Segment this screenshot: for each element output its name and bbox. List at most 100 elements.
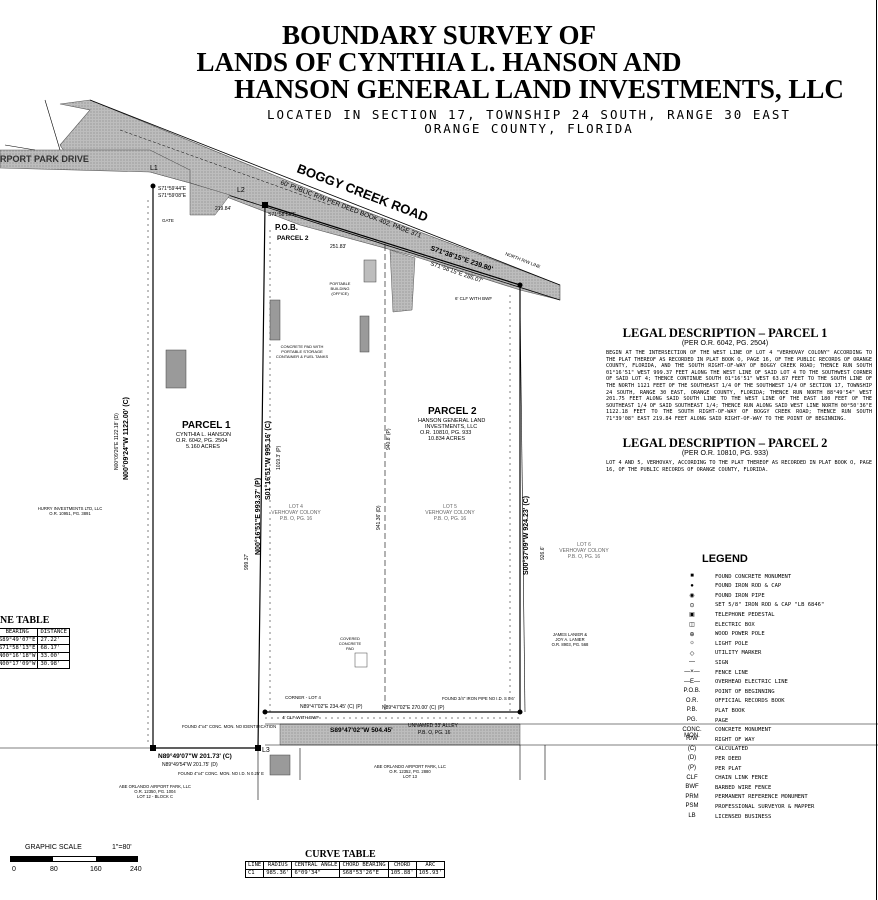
legend-symbol-12: P.O.B. (683, 688, 701, 695)
airport-drive-label: RPORT PARK DRIVE (0, 154, 89, 164)
line-table-cell: S89°49'07"E (0, 636, 39, 645)
lot5-line-2: P.B. O, PG. 16 (434, 516, 467, 522)
legal-sub-1: (PER O.R. 6042, PG. 2504) (681, 340, 769, 347)
coveredpad-line-1: CONCRETE (339, 641, 362, 646)
lot4-line-2: P.B. O, PG. 16 (280, 516, 313, 522)
mid-dist2-label: 1019.3' (P) (276, 445, 282, 470)
east-dist-label: 926.6' (540, 546, 546, 560)
parcel-1-boundary (152, 186, 266, 749)
curve-table-cell: C1 (244, 869, 265, 878)
mid-dist-label: 999.37' (244, 554, 250, 570)
coveredpad-line-0: COVERED (340, 636, 360, 641)
neighbors1-line-2: LOT 12 - BLOCK C (137, 794, 173, 799)
legend-label-21: CHAIN LINK FENCE (715, 775, 768, 782)
curve-table-header-cell: CENTRAL ANGLE (291, 861, 341, 870)
legend-label-4: TELEPHONE PEDESTAL (715, 611, 775, 618)
lot5-dist-label: 940.8' (P) (386, 428, 392, 450)
west-bearing-p-label: N00°09'26"E 1122.18' (D) (114, 413, 120, 470)
pob-parcel-label: PARCEL 2 (277, 235, 309, 242)
line-table-cell: 27.22' (37, 636, 70, 645)
building-container-2 (359, 315, 370, 353)
legend-label-10: FENCE LINE (715, 669, 749, 676)
coveredpad-line-2: PAD (346, 646, 354, 651)
line-table-header-distance: DISTANCE (37, 628, 70, 637)
portable-line-2: (OFFICE) (331, 291, 349, 296)
legend-symbol-20: (P) (688, 765, 696, 771)
legend-symbol-17: R/W (686, 736, 698, 743)
location-line-2: ORANGE COUNTY, FLORIDA (424, 121, 634, 136)
legend-label-14: PLAT BOOK (715, 707, 745, 714)
legend-label-20: PER PLAT (715, 765, 742, 772)
parcel-1-name: PARCEL 1 (182, 420, 231, 431)
lot4-line-1: VERHOVAY COLONY (271, 510, 321, 516)
line-table-header: BEARING DISTANCE (0, 628, 70, 637)
monument-1 (150, 745, 156, 751)
curve-table-title: CURVE TABLE (305, 849, 376, 860)
legend-label-7: LIGHT POLE (715, 640, 749, 647)
legend-title: LEGEND (702, 553, 748, 565)
building-parcel-1 (165, 349, 187, 389)
building-container-1 (269, 299, 281, 341)
monument-3 (262, 202, 268, 208)
sheet-border-right (876, 0, 877, 900)
legal-heading-1: LEGAL DESCRIPTION – PARCEL 1 (622, 326, 828, 340)
found-rod-label: FOUND 3/4" IRON PIPE NO I.D. S 0.6' (442, 696, 515, 701)
lot5-line-0: LOT 5 (443, 504, 457, 510)
curve-table-cell: 985.36' (263, 869, 293, 878)
neighborw-line-1: O.R. 10951, PG. 3891 (49, 511, 91, 516)
legend-label-22: BARBED WIRE FENCE (715, 784, 772, 791)
south-bearing-2: N89°47'02"E 234.45' (C) (P) (300, 704, 363, 710)
curve-table-header-cell: CHORD BEARING (339, 861, 389, 870)
curve-table-cell: 105.93' (415, 869, 445, 878)
neighbors2-line-1: O.R. 12352, PG. 2880 (389, 769, 431, 774)
legend-symbol-11: —E— (683, 678, 700, 685)
iron-pipe-3 (517, 282, 523, 288)
label-l2: L2 (237, 187, 245, 194)
scale-tick-80: 80 (50, 866, 58, 873)
south-bearing-1: N89°49'07"W 201.73' (C) (158, 752, 232, 760)
legend-label-17: RIGHT OF WAY (715, 736, 755, 743)
road-north-rw (119, 129, 331, 206)
legend-symbol-25: LB (688, 813, 696, 819)
legend-symbol-1: ● (690, 582, 694, 589)
legend-symbol-5: ◫ (689, 622, 695, 628)
label-l3: L3 (262, 747, 270, 754)
neighbors1-line-0: ABE ORLANDO AIRPORT PARK, LLC (119, 784, 191, 789)
iron-pipe-2 (262, 709, 268, 715)
bearing-s71-c: S71°58'13"E (268, 212, 297, 218)
line-table-cell: 33.00' (37, 652, 70, 661)
side-road-west (44, 99, 61, 151)
south-bearing-3: N89°47'02"E 270.00' (C) (P) (382, 705, 445, 711)
curve-table-header-cell: LINE (244, 861, 265, 870)
lot4-line-0: LOT 4 (289, 504, 303, 510)
parcel-1-or: O.R. 6042, PG. 2504 (176, 438, 227, 444)
curve-table-cell: 105.88' (387, 869, 417, 878)
curve-table-header-cell: RADIUS (263, 861, 293, 870)
legend-label-15: PAGE (715, 717, 729, 724)
parcel-2-owner-2: INVESTMENTS, LLC (425, 424, 477, 430)
legend-symbol-3: ⊙ (689, 602, 695, 609)
legend-symbol-10: —×— (684, 669, 700, 675)
road-north-edge (89, 99, 561, 286)
title-line-2: LANDS OF CYNTHIA L. HANSON AND (196, 47, 682, 77)
iron-pipe-1 (517, 709, 523, 715)
curve-table-header-cell: CHORD (387, 861, 417, 870)
parcel-2-name: PARCEL 2 (428, 406, 477, 417)
legend-symbol-16: CONC. MON. (682, 726, 702, 739)
legend-symbol-15: PG. (686, 717, 698, 723)
parcel-2-boundary (264, 204, 521, 713)
parcel-2-or: O.R. 10810, PG. 933 (420, 430, 471, 436)
legend-label-2: FOUND IRON PIPE (715, 592, 765, 599)
legend-symbol-9: — (689, 659, 695, 666)
mid-bearing-label: N00°16'51"E 993.37' (P) (254, 478, 262, 555)
boggy-creek-road-band (59, 99, 561, 301)
alley-label: UNNAMED 33' ALLEY (408, 723, 459, 729)
